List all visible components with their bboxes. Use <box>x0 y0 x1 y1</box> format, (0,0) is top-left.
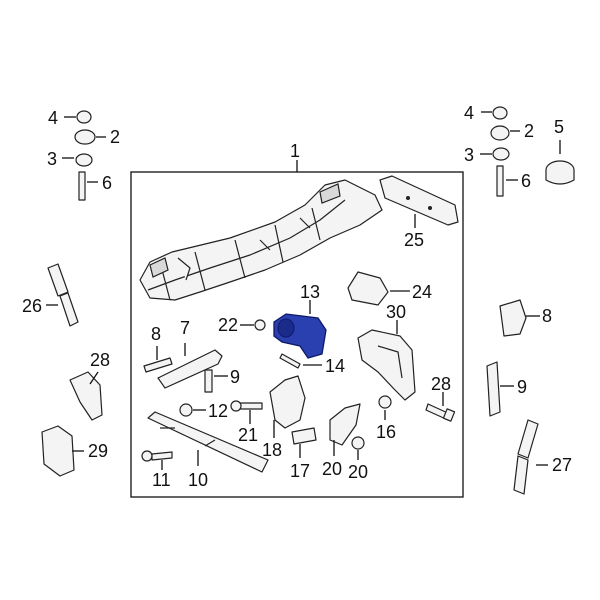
part-7-bracket[interactable] <box>157 349 223 389</box>
part-9-bolt[interactable] <box>204 369 213 393</box>
part-22-bracket[interactable] <box>357 329 416 401</box>
callout-8: 8 <box>151 324 161 344</box>
callout-12: 12 <box>208 401 228 421</box>
part-13-mount-highlighted[interactable] <box>273 313 327 359</box>
part-3-right[interactable] <box>492 147 510 161</box>
part-6-right[interactable] <box>496 165 504 197</box>
part-4-right[interactable] <box>492 106 508 120</box>
callout-27: 27 <box>552 455 572 475</box>
callout-10: 10 <box>188 470 208 490</box>
callout-11: 11 <box>152 470 171 490</box>
part-3-left[interactable] <box>75 153 93 167</box>
callout-13: 13 <box>300 282 320 302</box>
part-10-rail[interactable] <box>147 411 269 473</box>
callout-15: 22 <box>218 315 238 335</box>
part-29-bracket[interactable] <box>41 425 75 477</box>
callout-2-left: 2 <box>110 127 120 147</box>
callout-6-left: 6 <box>102 173 112 193</box>
callout-16: 18 <box>262 440 282 460</box>
part-17-bracket[interactable] <box>329 403 361 446</box>
part-5[interactable] <box>545 160 575 185</box>
part-21-nut[interactable] <box>378 395 392 409</box>
callout-14: 14 <box>325 356 345 376</box>
callout-4-left: 4 <box>48 108 58 128</box>
part-26-shock[interactable] <box>47 263 79 327</box>
part-2-left[interactable] <box>74 129 96 145</box>
callout-24: 24 <box>412 282 432 302</box>
callout-29: 29 <box>88 441 108 461</box>
callout-28: 28 <box>90 350 110 370</box>
part-23-bolt[interactable] <box>425 403 456 422</box>
callout-2-right: 2 <box>524 121 534 141</box>
part-4-left[interactable] <box>76 110 92 124</box>
part-15-nut[interactable] <box>254 319 266 331</box>
callout-3-left: 3 <box>47 149 57 169</box>
part-11-bolt[interactable] <box>141 450 173 462</box>
part-19-bolt[interactable] <box>230 400 263 412</box>
callout-23: 28 <box>431 374 451 394</box>
callout-18: 17 <box>290 461 310 481</box>
part-24-bracket[interactable] <box>347 271 389 306</box>
frame-assembly[interactable] <box>139 179 383 301</box>
callout-1: 1 <box>290 141 300 161</box>
callout-20: 20 <box>348 462 368 482</box>
callout-7: 7 <box>180 318 190 338</box>
part-25-crossmember[interactable] <box>379 175 459 226</box>
callout-19: 21 <box>238 425 258 445</box>
part-27-shock[interactable] <box>513 419 539 495</box>
callout-3-right: 3 <box>464 145 474 165</box>
part-8-bolt[interactable] <box>143 357 173 373</box>
callout-6-right: 6 <box>521 171 531 191</box>
part-14-bolt[interactable] <box>279 353 301 369</box>
callout-31: 9 <box>517 377 527 397</box>
callout-17: 20 <box>322 459 342 479</box>
part-18-stud[interactable] <box>291 427 317 445</box>
callout-25: 25 <box>404 230 424 250</box>
part-16-bracket[interactable] <box>269 375 306 429</box>
callout-4-right: 4 <box>464 103 474 123</box>
part-20-nut[interactable] <box>351 436 365 450</box>
callout-22: 30 <box>386 302 406 322</box>
part-2-right[interactable] <box>490 125 510 141</box>
callout-5: 5 <box>554 117 564 137</box>
part-31-bracket[interactable] <box>486 361 501 417</box>
callout-26: 26 <box>22 296 42 316</box>
callout-21: 16 <box>376 422 396 442</box>
part-28-bracket[interactable] <box>69 371 103 421</box>
part-12-nut[interactable] <box>179 403 193 417</box>
leader-28 <box>89 371 99 385</box>
callout-30: 8 <box>542 306 552 326</box>
part-30-bracket[interactable] <box>499 299 527 337</box>
part-6-left[interactable] <box>78 171 86 201</box>
callout-9: 9 <box>230 367 240 387</box>
